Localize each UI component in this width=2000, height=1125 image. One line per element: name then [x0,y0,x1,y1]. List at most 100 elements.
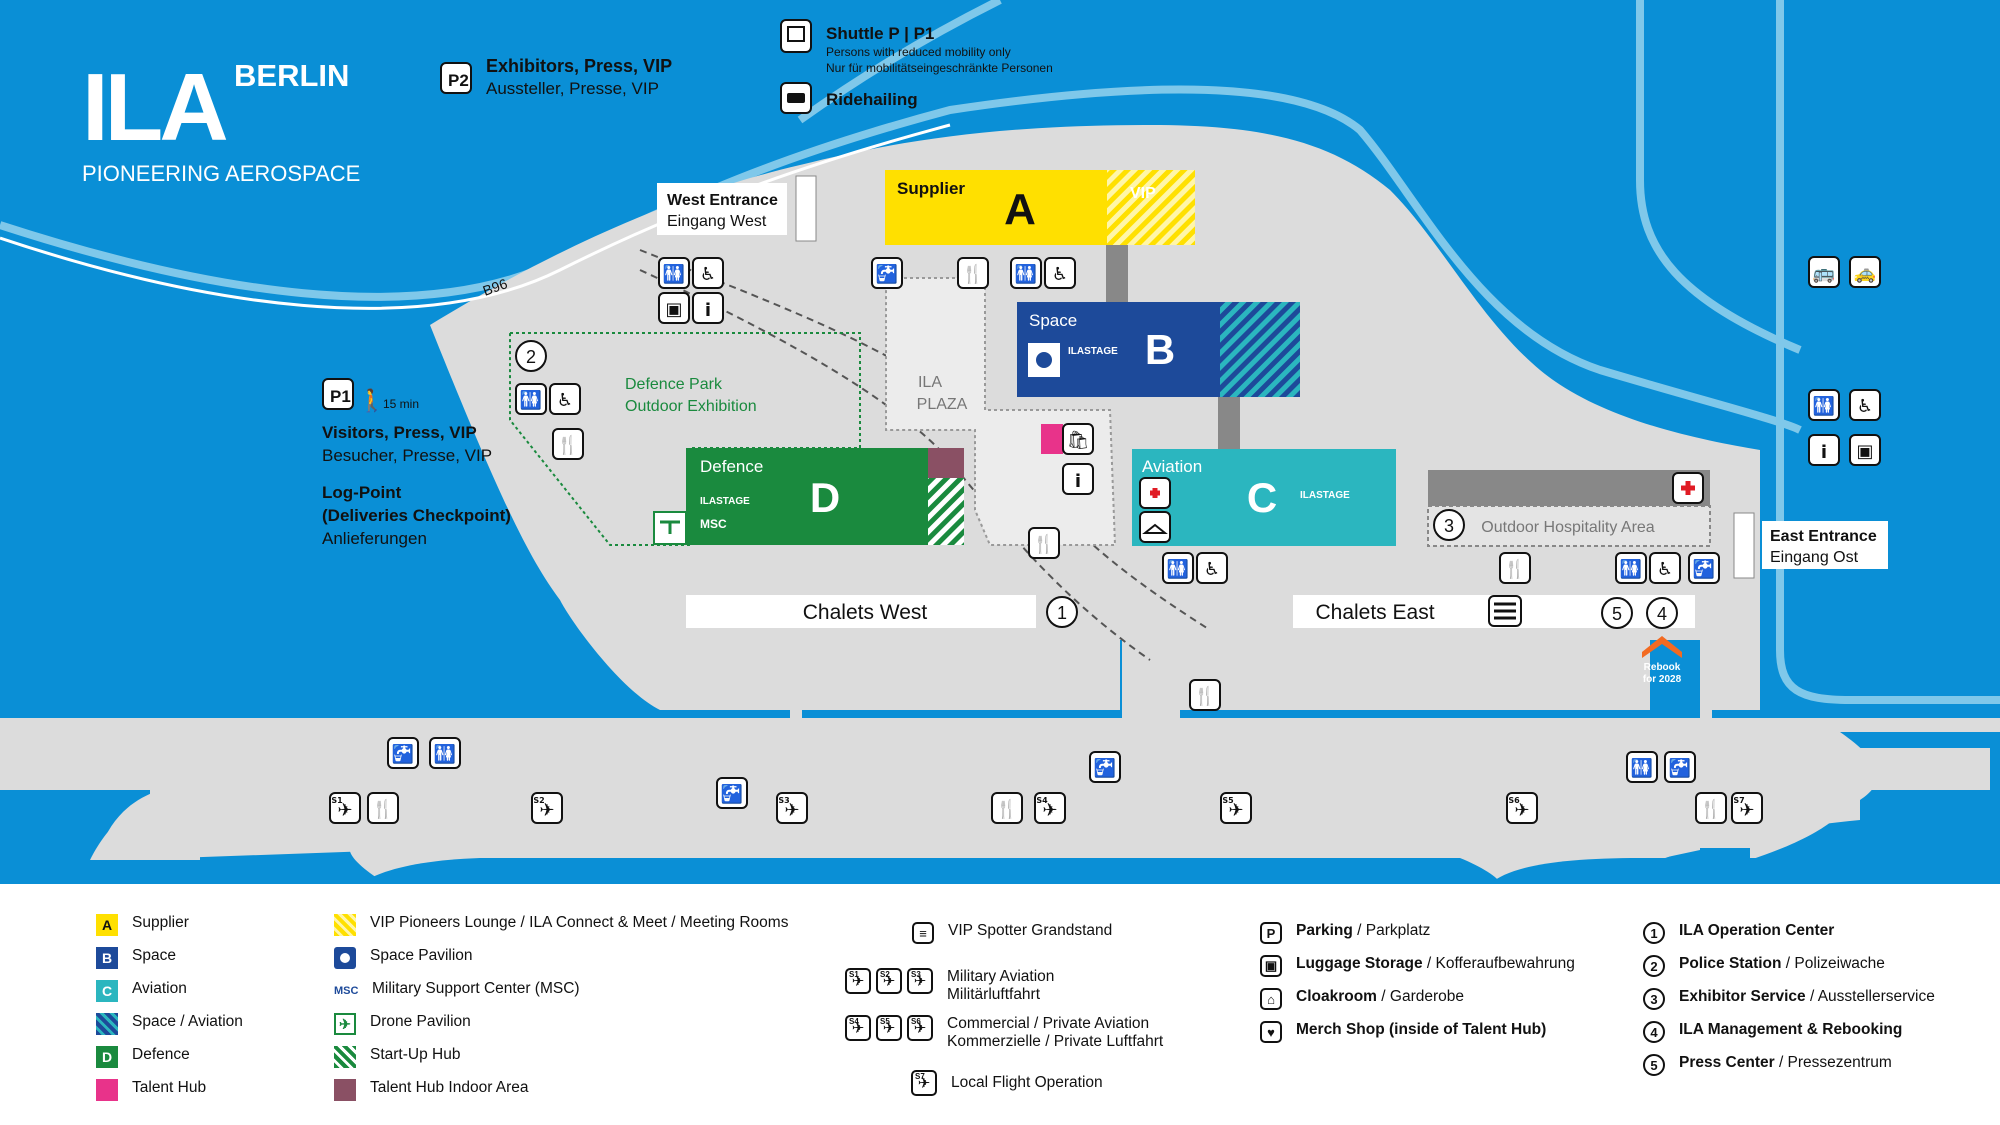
rebook-marker[interactable]: Rebook for 2028 [1642,636,1682,685]
stand-s4: ✈S4 [1034,792,1066,824]
svg-text:🚻: 🚻 [663,263,685,285]
legend-swatch: D [96,1046,118,1068]
defence-park-label-2: Outdoor Exhibition [625,398,757,415]
legend-space-aviation: Space / Aviation [96,1013,243,1035]
info-icon [1808,434,1840,466]
apron-left-edge [90,790,200,860]
hall-a[interactable]: Supplier A VIP [885,170,1195,245]
svg-text:🍴: 🍴 [996,798,1018,820]
east-entrance-subtitle: Eingang Ost [1770,549,1859,566]
hall-b-label: Space [1029,311,1077,330]
svg-text:S4: S4 [1036,796,1048,805]
stand-s2: ✈S2 [531,792,563,824]
legend-label: Talent Hub [132,1079,207,1096]
service-icons: 🚻 ♿ ▣ i 🚻 ♿ 🍴 🚰 🍴 🚻 ♿ 🛍 i 🍴 🚻 ♿ 🍴 🚻 ♿ 🚰 … [367,256,1881,824]
legend-sublabel: / Garderobe [1376,988,1464,1005]
marker-5[interactable]: 5 [1601,597,1633,629]
cloakroom-icon-c [1139,511,1171,543]
svg-text:5: 5 [1612,604,1622,624]
lower-water-right [1490,858,2000,884]
legend-swatch [334,914,356,936]
plane-icon: S1✈ [845,968,871,994]
grandstand-icon [1488,595,1522,627]
svg-text:♿: ♿ [1204,559,1220,580]
marker-1[interactable]: 1 [1046,596,1078,628]
svg-text:♿: ♿ [557,390,573,411]
legend-label: Luggage Storage [1296,955,1423,972]
legend-luggage: ▣ Luggage Storage / Kofferaufbewahrung [1260,955,1575,977]
svg-text:🍴: 🍴 [1700,798,1722,820]
svg-text:S2: S2 [533,796,544,805]
water-tap-icon [1664,751,1696,783]
hall-c-stage: ILASTAGE [1300,490,1350,501]
svg-text:✈: ✈ [1042,800,1057,821]
legend-sublabel: / Ausstellerservice [1805,988,1935,1005]
restroom-icon [429,737,461,769]
talent-hub[interactable] [1041,424,1063,454]
svg-text:♿: ♿ [1052,264,1068,285]
marker-3[interactable]: 3 [1433,509,1465,541]
number-marker: 4 [1643,1021,1665,1043]
legend-sublabel: / Kofferaufbewahrung [1422,955,1575,972]
west-entrance[interactable]: West Entrance Eingang West [657,183,787,235]
restroom-icon [1626,751,1658,783]
svg-text:▣: ▣ [1856,441,1873,462]
svg-text:✈: ✈ [337,800,352,821]
legend-grandstand: ≡ VIP Spotter Grandstand [912,922,1112,944]
cloakroom-icon: ⌂ [1260,988,1282,1010]
legend-label: VIP Pioneers Lounge / ILA Connect & Meet… [370,914,789,931]
p1-subtitle: Besucher, Presse, VIP [322,446,492,465]
svg-text:✈: ✈ [784,800,799,821]
legend-label: Defence [132,1046,190,1063]
legend-space-pavilion: Space Pavilion [334,947,473,969]
outdoor-hospitality[interactable]: Outdoor Hospitality Area [1427,470,1711,547]
legend-sublabel: / Pressezentrum [1774,1054,1892,1071]
legend-label: ILA Operation Center [1679,922,1835,939]
legend-swatch: A [96,914,118,936]
logpoint-title-1: Log-Point [322,483,402,502]
legend-talent-hub: Talent Hub [96,1079,206,1101]
east-entrance[interactable]: East Entrance Eingang Ost [1762,521,1888,569]
legend-swatch [334,1079,356,1101]
marker-2[interactable]: 2 [515,340,547,372]
accessible-wc-icon [549,383,581,415]
shuttle-info: Shuttle P | P1 Persons with reduced mobi… [780,19,1053,75]
merch-icon: ♥ [1260,1021,1282,1043]
legend-label: Drone Pavilion [370,1013,471,1030]
lower-water-left [360,858,1500,884]
luggage-icon: ▣ [1260,955,1282,977]
rebook-line2: for 2028 [1643,674,1682,685]
legend-supplier: A Supplier [96,914,189,936]
taxiway-strip [0,718,2000,732]
restaurant-icon [1499,552,1531,584]
svg-text:S7: S7 [1733,796,1744,805]
marker-4[interactable]: 4 [1646,597,1678,629]
hall-connector-bc [1218,396,1240,450]
p1-icon-label: P1 [330,387,351,406]
legend-msc: MSC Military Support Center (MSC) [334,980,580,1002]
logo-tagline: PIONEERING AEROSPACE [82,161,360,186]
p1-walk-time: 15 min [383,397,419,411]
plane-icon: S2✈ [876,968,902,994]
connector-3 [1700,628,1712,748]
legend-aviation: C Aviation [96,980,187,1002]
hall-c[interactable]: Aviation C ILASTAGE [1132,449,1396,546]
east-entrance-bar [1733,512,1755,579]
legend-label: Local Flight Operation [951,1074,1103,1091]
rebook-line1: Rebook [1644,662,1681,673]
hall-a-label: Supplier [897,179,965,198]
stand-s6: ✈S6 [1506,792,1538,824]
plane-icon: S3✈ [907,968,933,994]
hall-b[interactable]: Space B ILASTAGE [1017,302,1300,397]
svg-text:S5: S5 [1222,796,1234,805]
legend-label: Aviation [132,980,187,997]
svg-text:♿: ♿ [1657,559,1673,580]
svg-text:3: 3 [1444,516,1454,536]
hall-d[interactable]: Defence D ILASTAGE MSC [653,448,964,545]
roads [0,0,2000,704]
west-entrance-bar [795,175,817,242]
apron-stands: ✈S1 ✈S2 ✈S3 ✈S4 ✈S5 ✈S6 ✈S7 [329,792,1763,824]
msc-icon: MSC [334,985,359,997]
apron-main [150,752,1750,848]
chalets-west[interactable]: Chalets West [686,595,1036,628]
